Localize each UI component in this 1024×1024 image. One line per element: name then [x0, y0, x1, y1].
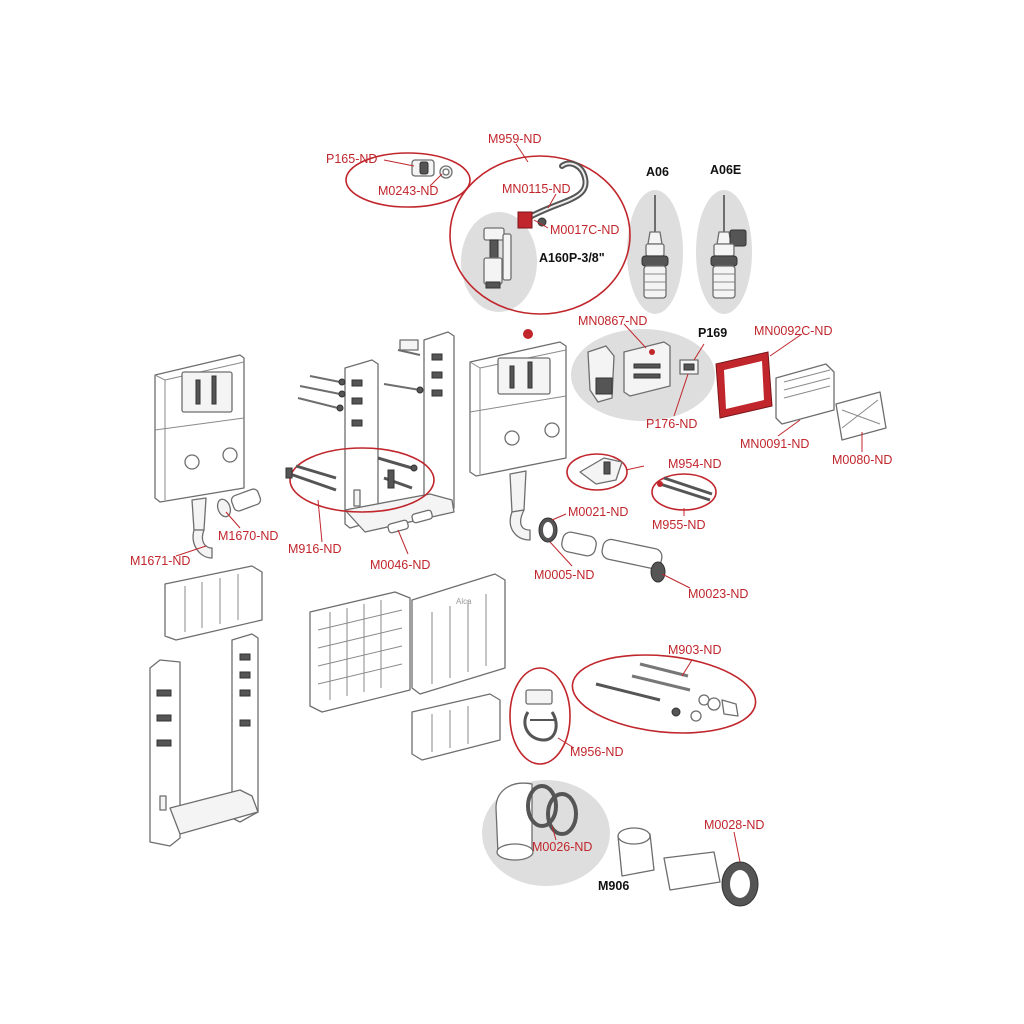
label-m1670: M1670-ND — [218, 529, 278, 543]
label-m1671: M1671-ND — [130, 554, 190, 568]
brackets-m916 — [285, 456, 418, 492]
fitting-p165 — [411, 159, 453, 179]
insulation-panel-lower — [411, 693, 501, 761]
leader-lines — [175, 143, 863, 863]
label-m0017c: M0017C-ND — [550, 223, 619, 237]
label-m0080: M0080-ND — [832, 453, 892, 467]
pipe-connectors-m0046 — [387, 509, 433, 534]
frame-left — [149, 633, 259, 847]
label-m916: M916-ND — [288, 542, 342, 556]
insulation-grid-panel — [309, 591, 411, 713]
label-m959: M959-ND — [488, 132, 542, 146]
label-m906: M906 — [598, 879, 629, 893]
box-mn0091 — [775, 363, 835, 425]
frame-center — [344, 331, 455, 533]
frame-mn0092c — [715, 351, 773, 419]
label-mn0115: MN0115-ND — [502, 182, 571, 196]
cover-m0080 — [835, 391, 887, 441]
label-m0243: M0243-ND — [378, 184, 438, 198]
flush-valve-a06e — [710, 195, 747, 299]
group-outline-m903 — [571, 654, 757, 734]
seal-m0021 — [538, 517, 558, 543]
clamp-m956 — [523, 689, 558, 742]
cistern-left — [154, 354, 245, 559]
elbow-m906 — [495, 782, 578, 861]
label-mn0092c: MN0092C-ND — [754, 324, 833, 338]
label-p176: P176-ND — [646, 417, 697, 431]
label-m0023: M0023-ND — [688, 587, 748, 601]
fill-valve-a160p — [483, 227, 512, 289]
bolt-set-m903 — [595, 662, 739, 722]
label-p165: P165-ND — [326, 152, 377, 166]
flex-hose-mn0115 — [525, 160, 589, 221]
seal-m0023 — [650, 561, 666, 583]
group-outline-m916 — [289, 447, 435, 513]
label-m0046: M0046-ND — [370, 558, 430, 572]
label-m0021: M0021-ND — [568, 505, 628, 519]
flush-valve-a06 — [641, 195, 669, 299]
label-a06e: A06E — [710, 163, 741, 177]
label-a160p: A160P-3/8" — [539, 251, 605, 265]
pipe-m906-long — [617, 827, 721, 891]
group-outline-m954 — [566, 453, 628, 491]
label-m0028: M0028-ND — [704, 818, 764, 832]
part-labels: P165-ND M0243-ND M959-ND MN0115-ND M0017… — [130, 132, 892, 893]
bolt-row-upper — [297, 339, 424, 412]
pipe-m0005 — [561, 531, 663, 570]
label-m954: M954-ND — [668, 457, 722, 471]
insulation-ribbed-panel: Alca — [411, 573, 506, 695]
cistern-right — [469, 329, 567, 541]
collar-m0028 — [721, 861, 759, 907]
lever-m954 — [579, 457, 623, 485]
label-mn0091: MN0091-ND — [740, 437, 809, 451]
label-m956: M956-ND — [570, 745, 624, 759]
rods-m955 — [657, 476, 713, 502]
group-outline-p165 — [345, 152, 471, 208]
brand-mark-text: Alca — [456, 597, 472, 606]
label-p169: P169 — [698, 326, 727, 340]
label-m903: M903-ND — [668, 643, 722, 657]
label-a06: A06 — [646, 165, 669, 179]
insulation-panel-left — [164, 565, 263, 641]
mounting-plate-mn0867 — [587, 341, 671, 403]
group-outline-m959 — [449, 155, 631, 315]
label-m955: M955-ND — [652, 518, 706, 532]
bracket-p176 — [679, 359, 699, 375]
group-outline-m956 — [509, 667, 571, 765]
label-m0026: M0026-ND — [532, 840, 592, 854]
label-m0005: M0005-ND — [534, 568, 594, 582]
label-mn0867: MN0867-ND — [578, 314, 647, 328]
elbow-m1670 — [216, 488, 262, 518]
